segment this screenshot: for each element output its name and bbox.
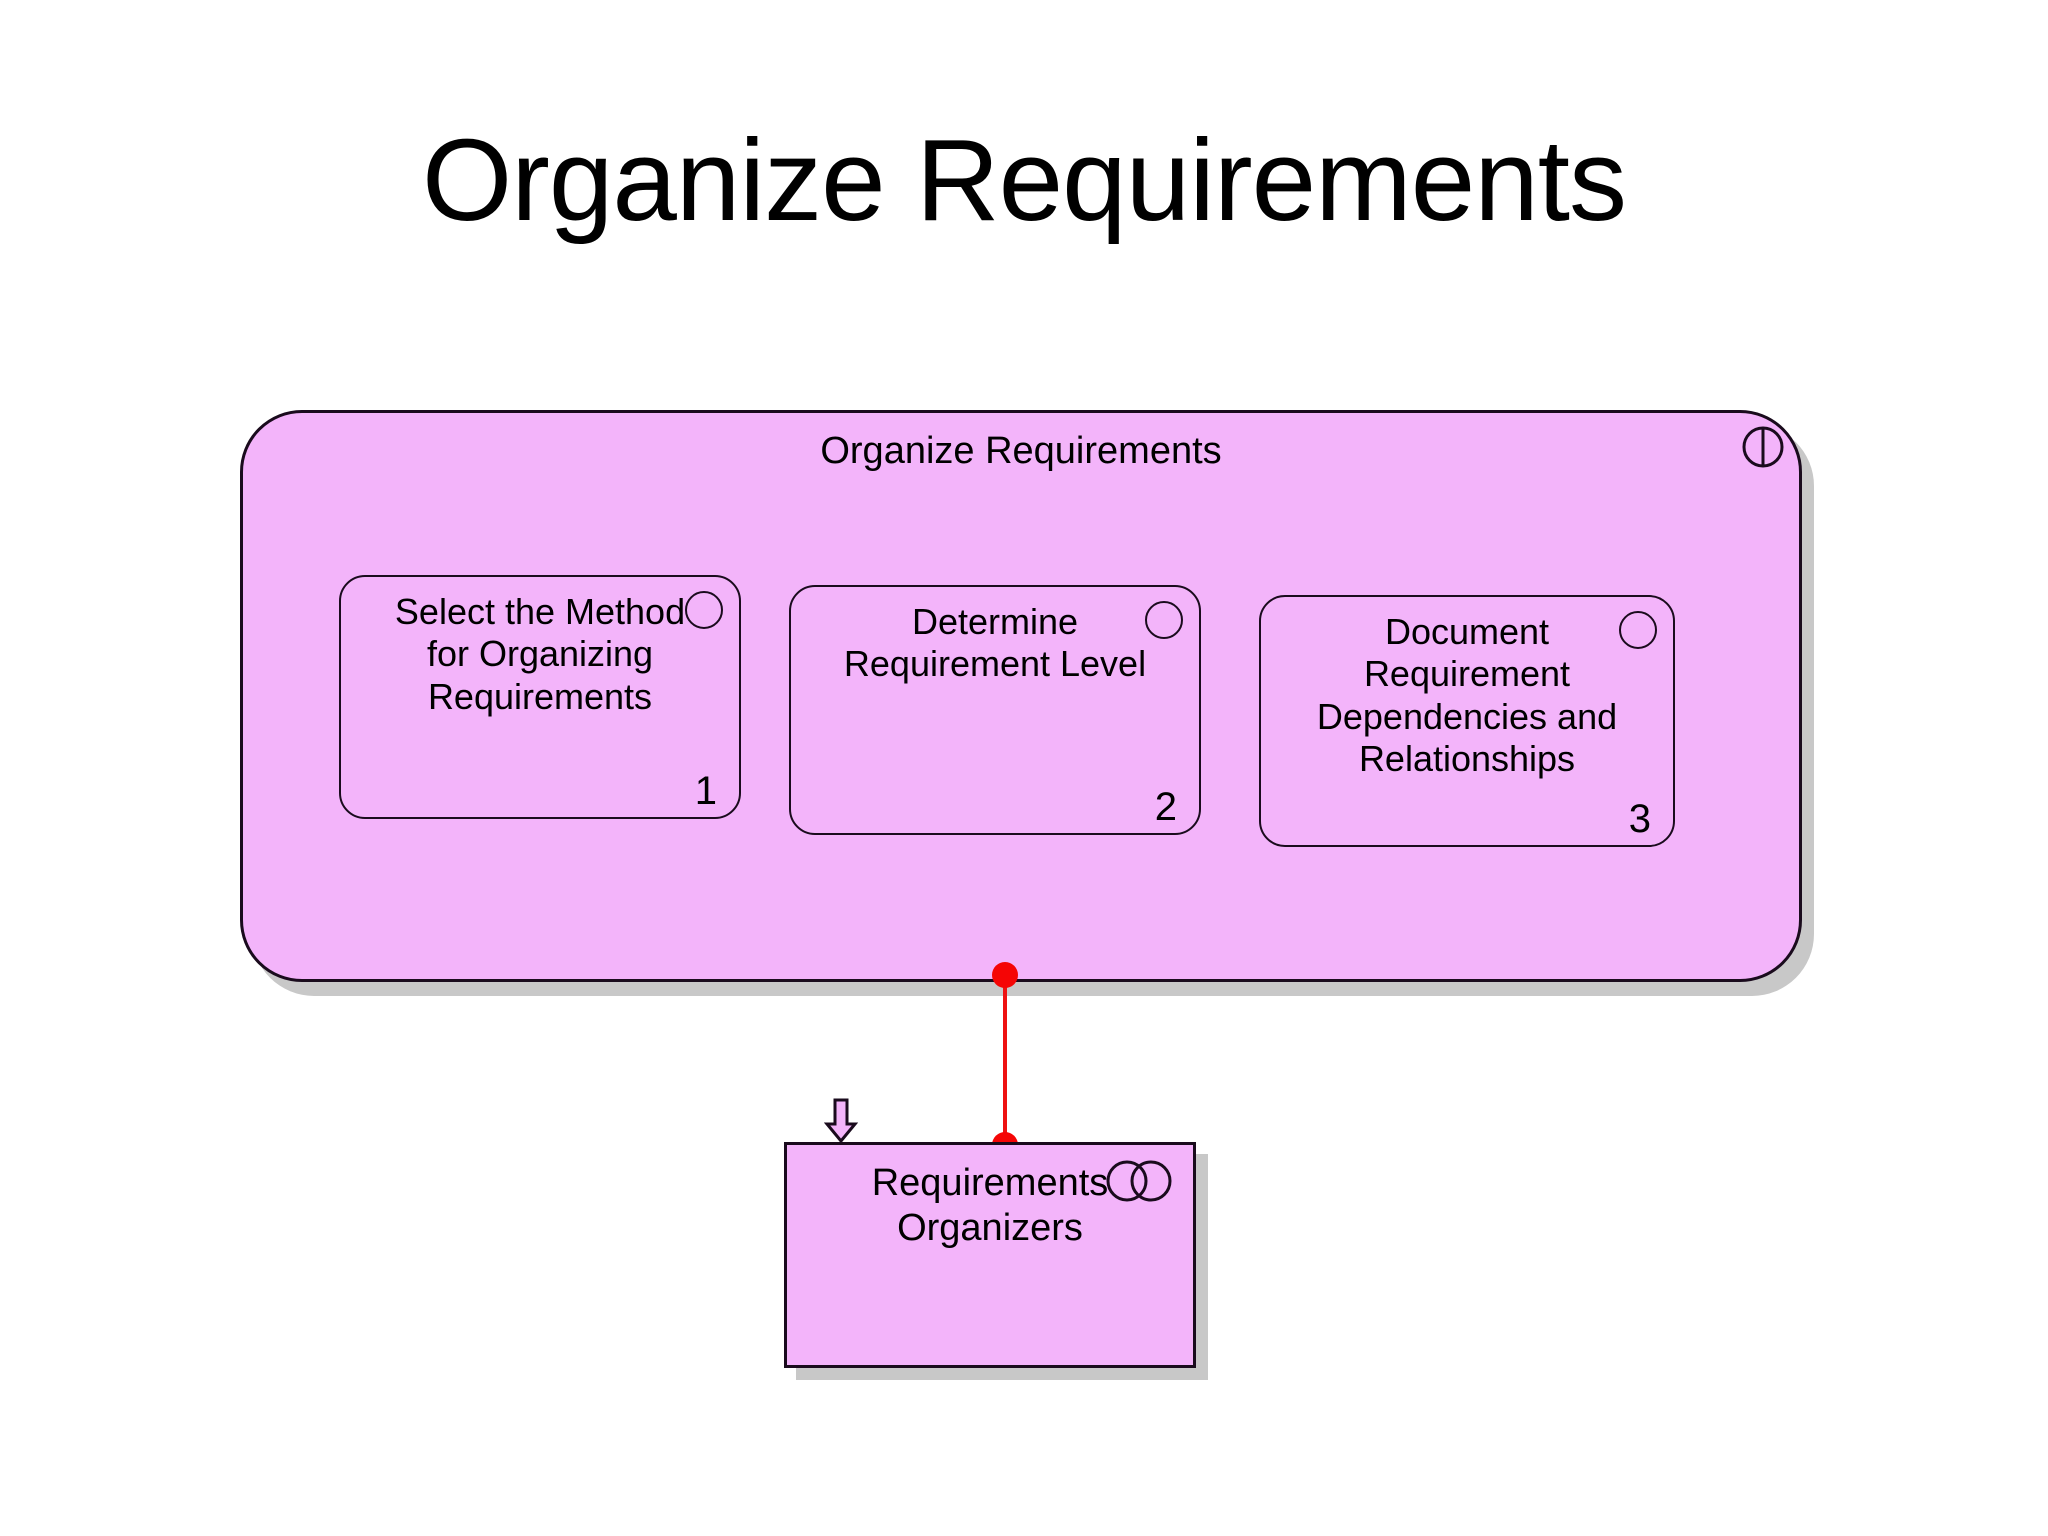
circle-icon bbox=[1145, 601, 1183, 639]
task-number-3: 3 bbox=[1628, 797, 1651, 841]
task-label-3: Document Requirement Dependencies and Re… bbox=[1316, 611, 1618, 780]
connector-line bbox=[1003, 975, 1007, 1145]
connector-dot-top bbox=[992, 962, 1018, 988]
activity-container-title: Organize Requirements bbox=[820, 430, 1222, 472]
activity-container-organize-requirements[interactable]: Organize Requirements Select the Method … bbox=[240, 410, 1802, 982]
task-box-3[interactable]: Document Requirement Dependencies and Re… bbox=[1259, 595, 1675, 847]
task-number-1: 1 bbox=[694, 769, 717, 813]
circle-icon bbox=[685, 591, 723, 629]
down-arrow-icon bbox=[823, 1098, 859, 1144]
artifact-label: Requirements Organizers bbox=[871, 1162, 1109, 1249]
circle-icon bbox=[1619, 611, 1657, 649]
artifact-box-requirements-organizers[interactable]: Requirements Organizers bbox=[784, 1142, 1196, 1368]
task-label-1: Select the Method for Organizing Require… bbox=[394, 591, 686, 717]
split-circle-icon bbox=[1741, 425, 1785, 469]
page-title: Organize Requirements bbox=[421, 115, 1627, 245]
task-label-2: Determine Requirement Level bbox=[843, 601, 1147, 685]
task-box-2[interactable]: Determine Requirement Level 2 bbox=[789, 585, 1201, 835]
task-box-1[interactable]: Select the Method for Organizing Require… bbox=[339, 575, 741, 819]
task-number-2: 2 bbox=[1154, 785, 1177, 829]
venn-circles-icon bbox=[1103, 1159, 1175, 1203]
